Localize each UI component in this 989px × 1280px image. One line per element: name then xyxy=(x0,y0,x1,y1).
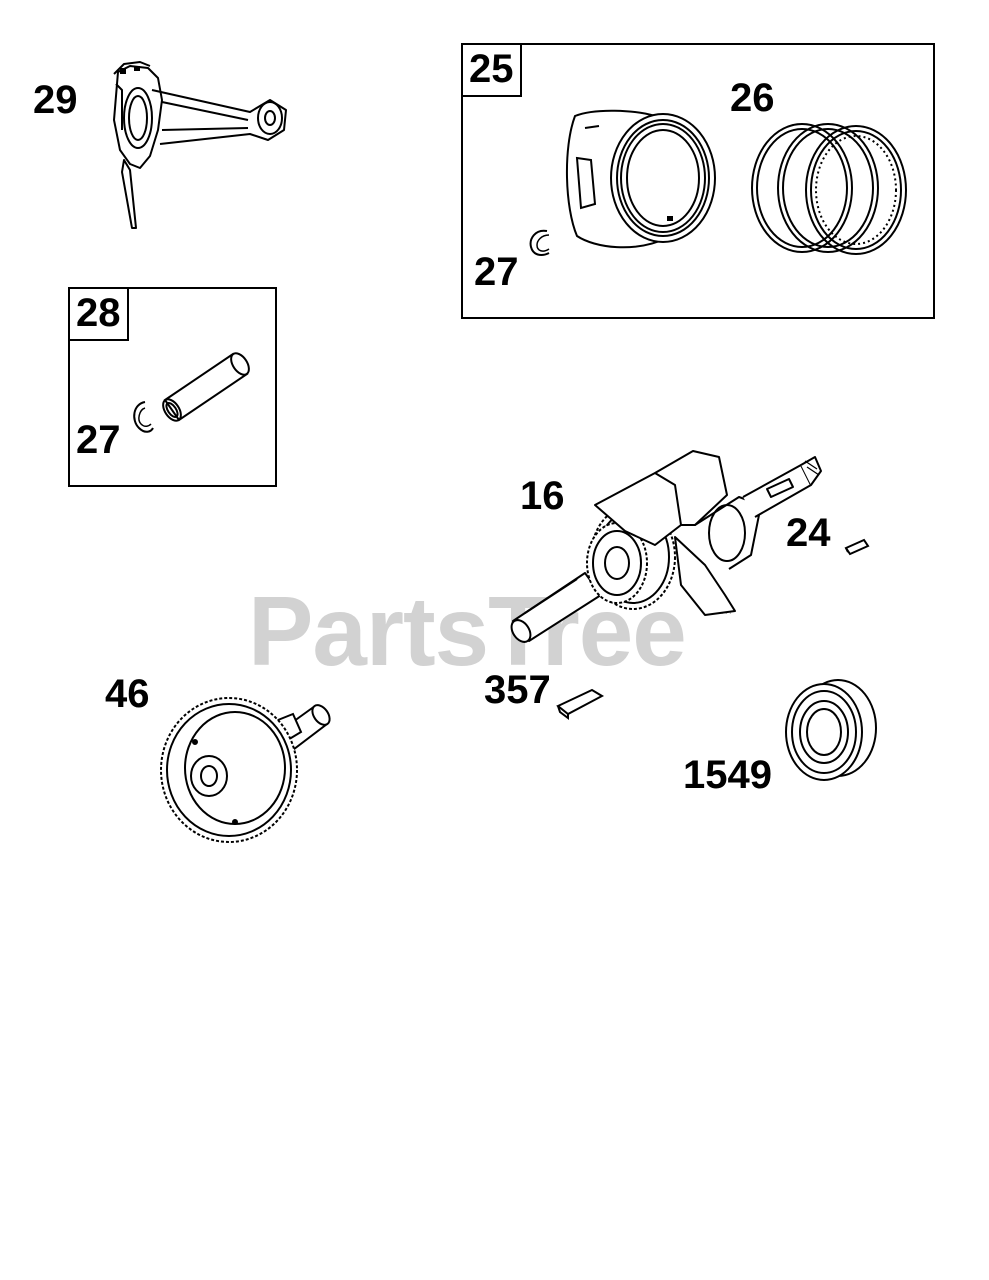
key-crank-drawing[interactable] xyxy=(842,536,872,558)
callout-connecting-rod[interactable]: 29 xyxy=(33,78,78,122)
callout-key-crank[interactable]: 24 xyxy=(786,511,831,555)
callout-crankshaft[interactable]: 16 xyxy=(520,474,565,518)
connecting-rod-drawing[interactable] xyxy=(100,60,300,235)
kit-box-piston: 25 xyxy=(461,43,935,319)
camshaft-drawing[interactable] xyxy=(155,692,335,847)
wrist-pin-drawing[interactable] xyxy=(125,340,260,440)
callout-ball-bearing[interactable]: 1549 xyxy=(683,753,772,797)
key-357-drawing[interactable] xyxy=(552,684,608,724)
kit-tag-piston[interactable]: 25 xyxy=(463,45,522,97)
callout-piston-rings[interactable]: 26 xyxy=(730,76,775,120)
piston-rings-drawing[interactable] xyxy=(748,118,913,268)
callout-retainer-pin[interactable]: 27 xyxy=(76,418,121,462)
callout-camshaft[interactable]: 46 xyxy=(105,672,150,716)
piston-drawing[interactable] xyxy=(555,108,720,258)
callout-key-357[interactable]: 357 xyxy=(484,668,551,712)
retainer-clip-piston-drawing[interactable] xyxy=(525,225,555,261)
kit-tag-wrist-pin[interactable]: 28 xyxy=(70,289,129,341)
callout-retainer-piston[interactable]: 27 xyxy=(474,250,519,294)
ball-bearing-drawing[interactable] xyxy=(778,676,883,786)
kit-box-wrist-pin: 28 xyxy=(68,287,277,487)
crankshaft-drawing[interactable] xyxy=(505,445,825,645)
